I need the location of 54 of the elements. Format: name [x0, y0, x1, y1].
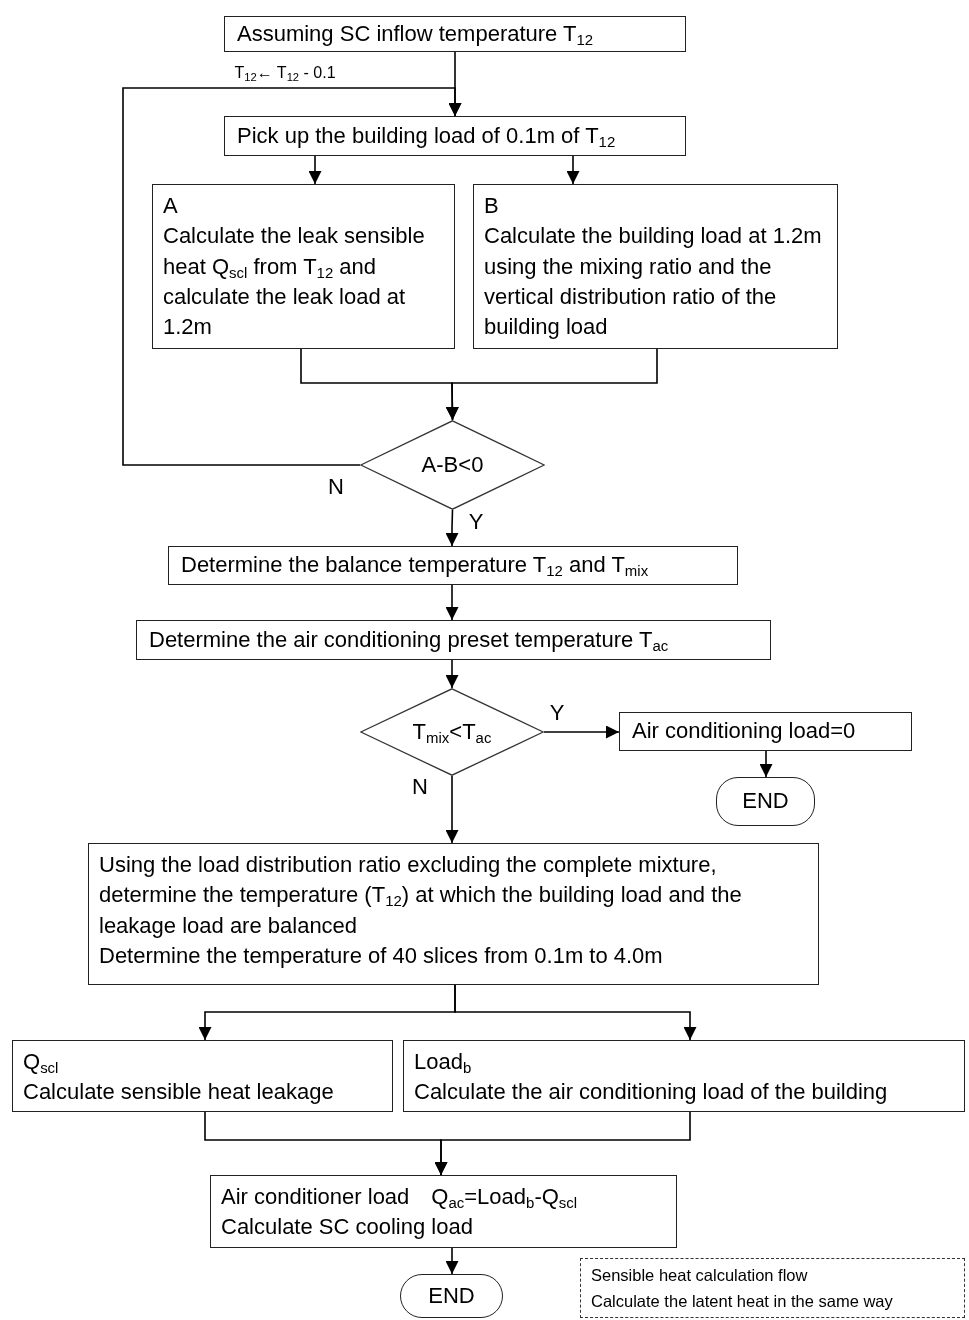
process-box — [224, 16, 686, 52]
node-text: Air conditioner load Q$_{ac}$=Load$_{b}$-Q$_{scl}$ — [221, 1183, 578, 1213]
node-text: Load$_{b}$ — [414, 1048, 472, 1078]
arrow — [543, 725, 620, 739]
process-box — [88, 843, 819, 985]
node-text: END — [428, 1281, 475, 1310]
note-box — [580, 1258, 965, 1318]
process-box — [403, 1040, 965, 1112]
node-text: Determine the balance temperature T$_{12}$ and T$_{mix}$ — [181, 551, 649, 581]
node-text: Sensible heat calculation flow — [591, 1264, 808, 1286]
node-text: Q$_{scl}$ — [23, 1048, 59, 1078]
arrow — [759, 750, 773, 778]
node-text: A-B<0 — [421, 450, 484, 479]
node-text: T$_{mix}$<T$_{ac}$ — [412, 717, 492, 748]
node-text: END — [742, 787, 789, 816]
edge-label: T$_{12}$← T$_{12}$ - 0.1 — [232, 64, 338, 82]
node-text: Air conditioning load=0 — [632, 717, 856, 746]
arrow — [122, 87, 462, 466]
node-text: Pick up the building load of 0.1m of T$_{12}$ — [237, 121, 616, 152]
terminal-box — [716, 777, 815, 826]
node-text: Calculate the building load at 1.2m using the mixing ratio and the vertical distribution ratio of the building load — [484, 222, 823, 342]
node-text: Calculate the latent heat in the same way — [591, 1291, 893, 1312]
node-text: Using the load distribution ratio excluding the complete mixture, determine the temperature (T$_{12}$) at which the building load and the leakage load are balanced — [99, 851, 743, 940]
node-text: Calculate sensible heat leakage — [23, 1078, 334, 1107]
process-box — [12, 1040, 393, 1112]
decision-diamond — [360, 688, 544, 776]
node-text: Assuming SC inflow temperature T$_{12}$ — [237, 19, 594, 50]
process-box — [619, 712, 912, 751]
process-box — [224, 116, 686, 156]
branch-label: N — [328, 474, 344, 500]
arrow — [445, 584, 459, 621]
arrow — [445, 775, 459, 844]
process-box — [136, 620, 771, 660]
arrow — [434, 1111, 691, 1176]
node-text: Calculate SC cooling load — [221, 1213, 473, 1242]
node-text: Determine the temperature of 40 slices from 0.1m to 4.0m — [99, 942, 663, 971]
arrow — [445, 1247, 459, 1275]
terminal-box — [400, 1274, 503, 1318]
arrow — [308, 155, 322, 185]
node-text: Calculate the leak sensible heat Q$_{scl}$ from T$_{12}$ and calculate the leak load at 1.2m — [163, 222, 426, 342]
process-box — [210, 1175, 677, 1248]
node-text: B — [484, 192, 499, 220]
arrow — [454, 984, 697, 1041]
process-box — [168, 546, 738, 585]
process-box — [473, 184, 838, 349]
arrow — [445, 348, 658, 421]
node-text: A — [163, 192, 178, 220]
node-text: Determine the air conditioning preset temperature T$_{ac}$ — [149, 625, 669, 656]
node-text: Calculate the air conditioning load of the building — [414, 1078, 888, 1107]
arrow — [445, 509, 459, 547]
process-box — [152, 184, 455, 349]
arrow — [566, 155, 580, 185]
arrow — [445, 659, 459, 689]
decision-diamond — [360, 420, 545, 510]
